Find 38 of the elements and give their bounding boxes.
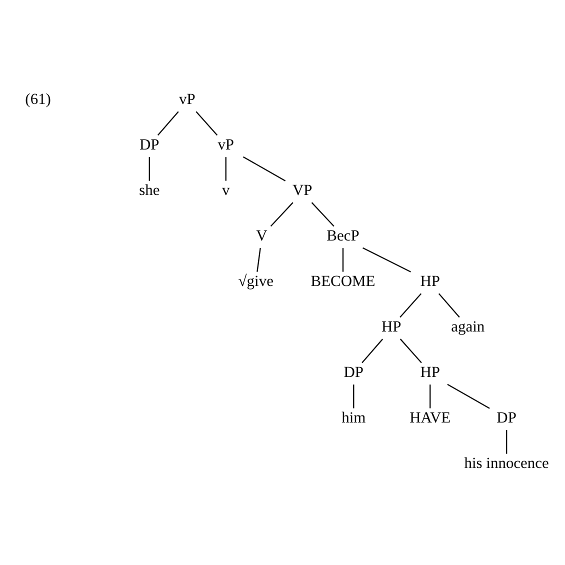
node-text: v (222, 182, 230, 200)
node-text: HP (420, 273, 440, 290)
connector (362, 247, 411, 272)
node-text: again (451, 318, 485, 336)
node-text: vP (178, 91, 196, 108)
connector (400, 338, 422, 364)
node-text: vP (218, 136, 234, 154)
node-text: V (256, 228, 268, 245)
node-text: BECOME (310, 273, 376, 290)
node-text: VP (292, 182, 312, 200)
connector (148, 157, 150, 181)
connector (342, 248, 344, 272)
connector (256, 248, 261, 272)
connector (270, 202, 294, 227)
node-text: HP (420, 364, 440, 382)
node-text: his innocence (464, 455, 549, 472)
connector (157, 111, 179, 136)
node-text: DP (140, 136, 160, 154)
node-text: BecP (326, 228, 360, 245)
connector (242, 156, 286, 182)
node-text: HAVE (410, 410, 451, 427)
connector (225, 157, 226, 181)
node-text: HP (382, 318, 402, 336)
connector (311, 202, 334, 227)
node-text: she (139, 182, 160, 200)
connector (362, 338, 384, 364)
connector (353, 384, 354, 408)
connector (196, 111, 218, 136)
node-text: DP (496, 410, 516, 427)
label: (61) (25, 91, 51, 108)
connector (430, 384, 431, 408)
connector (400, 293, 422, 318)
node-text: him (342, 410, 366, 427)
connector (506, 430, 508, 454)
connector (447, 384, 490, 409)
node-text: √give (238, 273, 274, 290)
node-text: DP (344, 364, 364, 382)
connector (438, 293, 460, 318)
